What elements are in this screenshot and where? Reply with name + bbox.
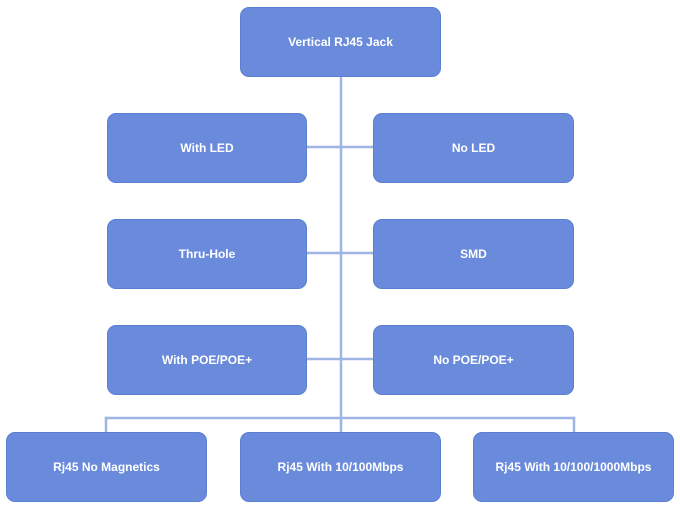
node-10-100mbps: Rj45 With 10/100Mbps — [240, 432, 441, 502]
node-no-magnetics: Rj45 No Magnetics — [6, 432, 207, 502]
node-thru-hole: Thru-Hole — [107, 219, 307, 289]
node-no-poe: No POE/POE+ — [373, 325, 574, 395]
node-with-poe: With POE/POE+ — [107, 325, 307, 395]
node-with-led: With LED — [107, 113, 307, 183]
node-no-led: No LED — [373, 113, 574, 183]
node-root: Vertical RJ45 Jack — [240, 7, 441, 77]
node-smd: SMD — [373, 219, 574, 289]
node-10-100-1000mbps: Rj45 With 10/100/1000Mbps — [473, 432, 674, 502]
